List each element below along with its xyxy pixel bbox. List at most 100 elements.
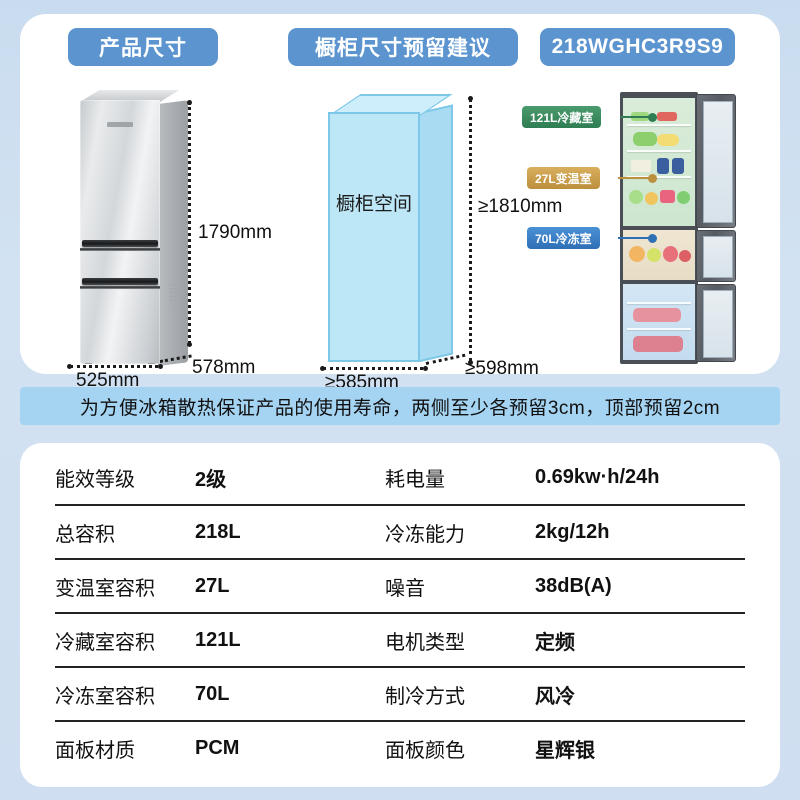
width-leader-dot-left [67, 364, 72, 369]
cabinet-front-face [328, 112, 420, 362]
spec-key-left: 能效等级 [55, 469, 135, 491]
food-item [663, 246, 678, 262]
badge-freezer-capacity: 70L冷冻室 [527, 227, 600, 249]
width-leader-line [70, 365, 158, 368]
fridge-foot-right [148, 363, 155, 364]
dimensions-card: 1790mm 525mm 578mm 橱柜空间 ≥1810mm [20, 14, 780, 393]
food-item [633, 132, 657, 146]
spec-value-right: 定频 [535, 612, 745, 667]
fridge-compartment [623, 98, 695, 226]
fridge-front-face [80, 100, 160, 364]
fridge-shelf-2 [627, 150, 691, 152]
door-gap-lower [80, 286, 160, 289]
freezer-door-inner [703, 290, 733, 358]
food-item [660, 190, 675, 203]
spec-key-right: 噪音 [385, 558, 535, 613]
dimension-width-label: 525mm [76, 370, 140, 391]
spec-value-left: 218L [195, 504, 385, 559]
freezer-shelf-2 [627, 328, 691, 330]
callout-line-fridge [620, 116, 652, 118]
cabinet-space-label: 橱柜空间 [335, 194, 412, 215]
food-item [657, 134, 679, 146]
food-item [629, 246, 645, 262]
section-header-cabinet-reserve: 橱柜尺寸预留建议 [288, 28, 518, 66]
spec-value-left: 2级 [195, 469, 227, 491]
callout-dot-fridge [648, 113, 657, 122]
fridge-door-open [696, 94, 736, 228]
food-item [645, 192, 658, 205]
cabinet-space-panel: 橱柜空间 ≥1810mm ≥585mm ≥598mm [300, 74, 563, 393]
fridge-door-shelves [703, 101, 733, 223]
variable-door-inner [703, 236, 733, 278]
cabinet-height-dot-bottom [468, 360, 473, 365]
food-item [657, 112, 677, 121]
spec-key-right: 制冷方式 [385, 666, 535, 721]
cabinet-box-diagram: 橱柜空间 [328, 94, 453, 362]
food-item [631, 160, 651, 172]
fridge-side-vent [169, 283, 177, 305]
fridge-side-face [158, 100, 188, 366]
cabinet-height-label: ≥1810mm [478, 196, 563, 217]
spec-key-left: 总容积 [55, 504, 195, 559]
food-item [657, 158, 669, 174]
fridge-shelf-1 [627, 124, 691, 126]
spec-value-right: 38dB(A) [535, 558, 745, 613]
spec-value-right: 0.69kw·h/24h [535, 466, 660, 488]
cabinet-width-dot-left [320, 366, 325, 371]
variable-door-open [696, 230, 736, 282]
dimension-height-label: 1790mm [198, 222, 272, 243]
spec-value-left: 121L [195, 612, 385, 667]
section-header-model-number: 218WGHC3R9S9 [540, 28, 735, 66]
fridge-cabinet-body [620, 92, 698, 364]
section-header-product-size: 产品尺寸 [68, 28, 218, 66]
spec-key-left: 冷藏室容积 [55, 612, 195, 667]
cabinet-width-line [323, 367, 423, 370]
callout-line-freezer [618, 237, 652, 239]
brand-logo [107, 122, 133, 127]
spec-key-left: 变温室容积 [55, 558, 195, 613]
spec-key-right: 电机类型 [385, 612, 535, 667]
spec-key-right: 耗电量 [385, 469, 445, 491]
fridge-foot-left [85, 363, 92, 364]
width-leader-dot-right [158, 364, 163, 369]
ventilation-notice: 为方便冰箱散热保证产品的使用寿命，两侧至少各预留3cm，顶部预留2cm [20, 387, 780, 425]
callout-dot-variable [648, 174, 657, 183]
height-leader-line [188, 102, 191, 344]
door-handle-lower [82, 278, 158, 285]
fridge-shelf-3 [627, 176, 691, 178]
spec-value-right: 2kg/12h [535, 504, 745, 559]
height-leader-dot-bottom [187, 342, 192, 347]
open-fridge-panel [525, 74, 800, 374]
cabinet-side-face [420, 104, 453, 362]
product-size-panel: 1790mm 525mm 578mm [40, 74, 300, 391]
cabinet-width-dot-right [423, 366, 428, 371]
food-item [679, 250, 691, 262]
food-item [629, 190, 643, 204]
badge-fridge-capacity: 121L冷藏室 [522, 106, 602, 128]
freezer-shelf-1 [627, 302, 691, 304]
callout-line-variable [618, 177, 652, 179]
spec-value-left: PCM [195, 720, 385, 775]
badge-variable-capacity: 27L变温室 [527, 167, 600, 189]
door-handle-middle [82, 240, 158, 247]
cabinet-height-line [469, 98, 472, 362]
cabinet-depth-label: ≥598mm [465, 358, 539, 379]
spec-value-right: 风冷 [535, 666, 745, 721]
spec-key-right: 冷冻能力 [385, 504, 535, 559]
spec-value-left: 27L [195, 558, 385, 613]
freezer-door-open [696, 284, 736, 362]
door-gap-upper [80, 248, 160, 251]
dimension-depth-label: 578mm [192, 357, 256, 378]
spec-key-left: 冷冻室容积 [55, 666, 195, 721]
food-item [672, 158, 684, 174]
food-item [677, 191, 690, 204]
food-item [633, 336, 683, 352]
